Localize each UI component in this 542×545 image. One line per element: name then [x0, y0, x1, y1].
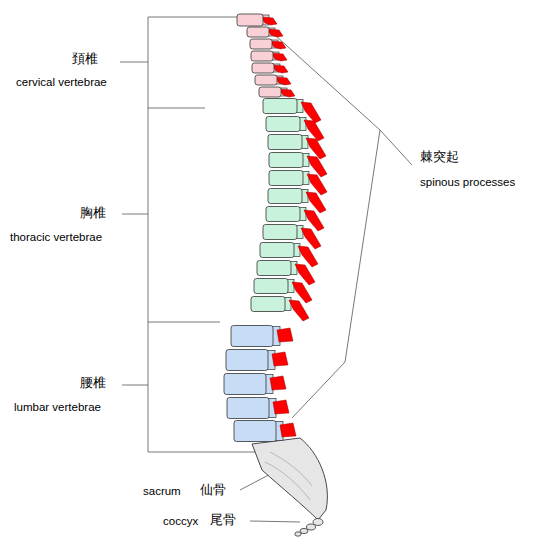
spinous-process — [277, 328, 293, 342]
vertebral-body — [260, 243, 294, 258]
cervical-group — [237, 14, 295, 97]
vertebral-body — [257, 261, 291, 276]
spinous-process — [270, 376, 286, 390]
vertebral-body — [252, 63, 274, 73]
spinous-process — [298, 246, 318, 267]
leader-lines — [240, 36, 412, 522]
coccyx-segment — [295, 532, 301, 536]
part-label: 頚椎 — [72, 52, 98, 66]
sacrum-detail — [265, 452, 312, 500]
part-label: 腰椎 — [80, 376, 106, 390]
spinous-process — [272, 352, 288, 366]
spinous-process — [295, 264, 315, 285]
spinous-process — [289, 300, 309, 321]
vertebral-body — [237, 14, 263, 26]
vertebral-body — [266, 117, 300, 132]
spinous-process — [280, 423, 296, 437]
part-label: sacrum — [143, 485, 181, 498]
label-tick — [122, 214, 148, 215]
vertebral-body — [268, 189, 302, 204]
spinous-process — [304, 210, 324, 231]
vertebral-body — [250, 39, 272, 49]
vertebral-body — [268, 135, 302, 150]
spine-group — [224, 14, 327, 536]
spinous-process — [306, 192, 326, 213]
bracket-tick — [148, 322, 220, 323]
vertebral-body — [231, 326, 273, 347]
label-tick — [120, 62, 148, 63]
part-label: 仙骨 — [200, 483, 226, 497]
bracket-tick — [148, 108, 205, 109]
vertebral-body — [251, 51, 273, 61]
vertebral-body — [234, 421, 276, 442]
part-label: spinous processes — [420, 176, 515, 189]
sacrum-shape — [252, 438, 327, 520]
part-label: lumbar vertebrae — [14, 401, 101, 414]
spinous-process — [307, 156, 327, 177]
vertebral-body — [269, 171, 303, 186]
spinous-process — [301, 228, 321, 249]
lumbar-group — [224, 326, 296, 442]
vertebral-body — [263, 99, 297, 114]
part-label: coccyx — [163, 515, 198, 528]
part-label: 尾骨 — [210, 513, 236, 527]
part-label: 胸椎 — [80, 206, 106, 220]
spinous-process — [307, 174, 327, 195]
part-label: 棘突起 — [420, 150, 459, 164]
label-tick — [122, 385, 148, 386]
part-label: cervical vertebrae — [16, 76, 107, 89]
coccyx-segment — [307, 524, 316, 530]
vertebral-body — [266, 207, 300, 222]
vertebral-body — [269, 153, 303, 168]
vertebral-body — [263, 225, 297, 240]
vertebral-body — [251, 297, 285, 312]
spinous-process — [273, 400, 289, 414]
vertebral-body — [254, 279, 288, 294]
vertebral-body — [226, 350, 268, 371]
part-label: thoracic vertebrae — [10, 231, 102, 244]
vertebral-body — [255, 75, 277, 85]
thoracic-group — [251, 99, 327, 322]
vertebral-body — [227, 398, 269, 419]
vertebral-body — [259, 87, 281, 97]
vertebral-body — [224, 374, 266, 395]
spinous-process — [292, 282, 312, 303]
leader-line — [292, 130, 380, 418]
leader-line — [250, 521, 300, 522]
vertebral-body — [247, 27, 269, 37]
